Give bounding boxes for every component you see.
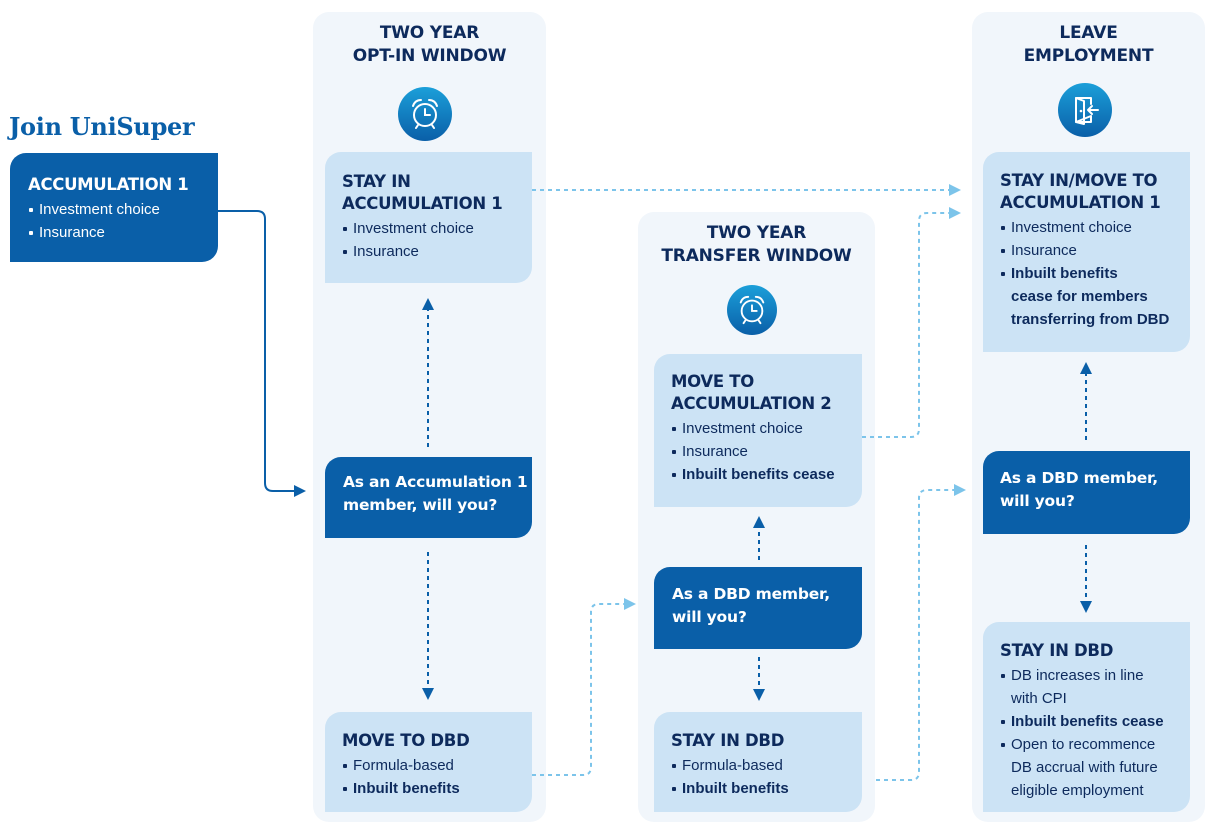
leave-stay-dbd-item: Open to recommence DB accrual with futur…: [1000, 733, 1190, 802]
stay-acc1-item: Insurance: [342, 240, 532, 263]
leave-stay-dbd-item: Inbuilt benefits cease: [1000, 710, 1190, 733]
question-text: As a DBD member, will you?: [1000, 469, 1158, 510]
join-unisuper-title: Join UniSuper: [9, 112, 195, 141]
start-box-item: Insurance: [28, 221, 218, 244]
question-text: As an Accumulation 1 member, will you?: [343, 473, 528, 514]
start-box-item: Investment choice: [28, 198, 218, 221]
stay-acc1-heading: STAY IN ACCUMULATION 1: [342, 172, 503, 213]
alarm-clock-icon: [398, 87, 452, 141]
stay-dbd-item: Formula-based: [671, 754, 862, 777]
leave-employment-title: LEAVE EMPLOYMENT: [1023, 23, 1154, 66]
move-dbd-heading: MOVE TO DBD: [342, 731, 470, 750]
question-text: As a DBD member, will you?: [672, 585, 830, 626]
leave-stay-acc1-item: Insurance: [1000, 239, 1190, 262]
alarm-clock-icon: [727, 285, 777, 335]
stay-acc1-item: Investment choice: [342, 217, 532, 240]
opt-in-window-title: TWO YEAR OPT-IN WINDOW: [352, 23, 507, 66]
leave-stay-acc1-item: Inbuilt benefits cease for members trans…: [1000, 262, 1190, 331]
connector-join-to-question: [218, 210, 306, 497]
leave-stay-dbd-item: DB increases in line with CPI: [1000, 664, 1190, 710]
exit-door-icon: [1058, 83, 1112, 137]
connector-stay-dbd-to-q3: [876, 484, 966, 781]
stay-in-dbd-box: STAY IN DBD Formula-based Inbuilt benefi…: [654, 712, 862, 812]
move-acc2-item: Investment choice: [671, 417, 862, 440]
stay-dbd-item: Inbuilt benefits: [671, 777, 862, 800]
move-acc2-item: Inbuilt benefits cease: [671, 463, 862, 486]
leave-dbd-question-box: As a DBD member, will you?: [983, 451, 1190, 534]
accumulation-1-question-box: As an Accumulation 1 member, will you?: [325, 457, 532, 538]
opt-in-window-column: [313, 12, 546, 822]
leave-stay-in-dbd-box: STAY IN DBD DB increases in line with CP…: [983, 622, 1190, 812]
dbd-question-box: As a DBD member, will you?: [654, 567, 862, 649]
move-acc2-item: Insurance: [671, 440, 862, 463]
accumulation-1-start-box: ACCUMULATION 1 Investment choice Insuran…: [10, 153, 218, 262]
stay-in-move-to-accumulation-1-box: STAY IN/MOVE TO ACCUMULATION 1 Investmen…: [983, 152, 1190, 352]
transfer-window-title: TWO YEAR TRANSFER WINDOW: [661, 223, 852, 266]
leave-stay-acc1-item: Investment choice: [1000, 216, 1190, 239]
connector-move-acc2-to-leave: [862, 207, 961, 438]
connector-move-dbd-to-q2: [532, 598, 636, 776]
move-acc2-heading: MOVE TO ACCUMULATION 2: [671, 372, 832, 413]
stay-dbd-heading: STAY IN DBD: [671, 731, 785, 750]
move-to-dbd-box: MOVE TO DBD Formula-based Inbuilt benefi…: [325, 712, 532, 812]
start-box-heading: ACCUMULATION 1: [28, 175, 189, 194]
leave-stay-acc1-heading: STAY IN/MOVE TO ACCUMULATION 1: [1000, 171, 1161, 212]
move-dbd-item: Formula-based: [342, 754, 532, 777]
move-to-accumulation-2-box: MOVE TO ACCUMULATION 2 Investment choice…: [654, 354, 862, 507]
leave-stay-dbd-heading: STAY IN DBD: [1000, 641, 1114, 660]
stay-in-accumulation-1-box: STAY IN ACCUMULATION 1 Investment choice…: [325, 152, 532, 283]
move-dbd-item: Inbuilt benefits: [342, 777, 532, 800]
